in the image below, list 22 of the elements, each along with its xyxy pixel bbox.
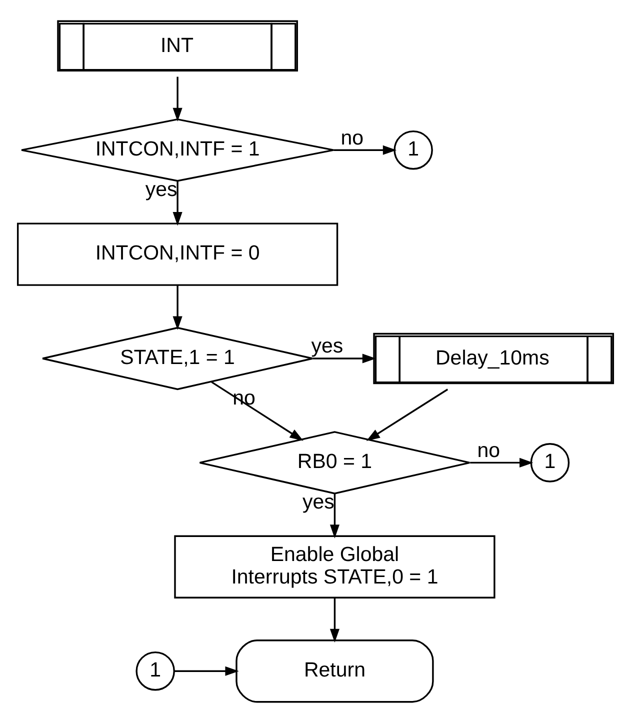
arrow (330, 598, 340, 643)
arrow (174, 666, 239, 676)
node-circle: 1 (394, 130, 433, 170)
arrow (172, 180, 182, 226)
arrow (330, 494, 340, 538)
node-circle: 1 (136, 651, 175, 691)
arrow (366, 388, 448, 441)
arrow (172, 285, 182, 330)
arrow (211, 381, 304, 441)
edge-label: yes (311, 334, 344, 358)
node-diamond: INTCON,INTF = 1 (20, 118, 334, 182)
node-circle: 1 (530, 443, 570, 482)
edge-label: no (340, 126, 364, 150)
node-box: INTCON,INTF = 0 (16, 222, 338, 286)
arrow (470, 458, 534, 468)
arrow (334, 145, 397, 155)
node-box: Return (236, 640, 434, 703)
arrow (312, 354, 376, 364)
edge-label: no (477, 438, 500, 462)
node-diamond: RB0 = 1 (198, 431, 471, 494)
node-box: Enable Global Interrupts STATE,0 = 1 (174, 535, 496, 599)
arrow (172, 76, 182, 122)
